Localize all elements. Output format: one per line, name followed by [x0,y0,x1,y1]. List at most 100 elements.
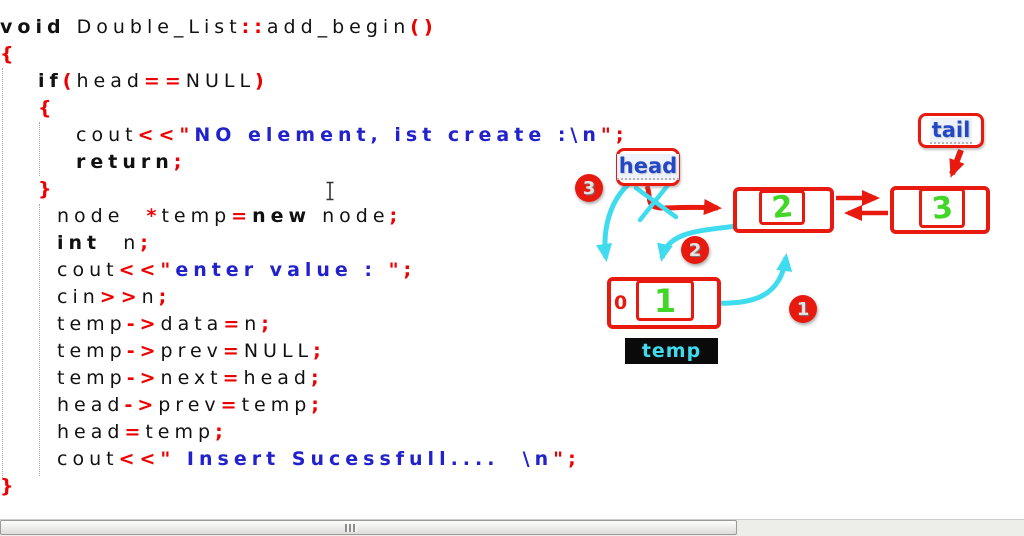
code-token: << [118,259,161,281]
code-token: if [38,70,63,92]
code-token: ) [255,70,269,92]
code-token: temp [145,421,216,443]
code-line: temp->prev=NULL; [0,338,760,365]
code-token: = [220,394,242,416]
code-token [101,232,123,254]
code-token: new [252,205,312,227]
code-token: = [223,313,245,335]
code-token: prev [158,394,221,416]
code-line: { [0,95,760,122]
step-badge-1: 1 [789,295,817,323]
code-line: { [0,41,760,68]
code-line: return; [0,149,760,176]
code-token: " [388,259,404,281]
scrollbar-grip-icon [345,524,357,532]
code-token: () [410,16,438,38]
code-token: head [76,70,144,92]
code-token [124,205,146,227]
code-token: head [57,421,125,443]
code-area[interactable]: void Double_List::add_begin(){if(head==N… [0,14,760,500]
code-token: enter value : [175,259,389,281]
code-token: { [38,97,57,119]
code-line: void Double_List::add_begin() [0,14,760,41]
code-token: next [160,367,223,389]
code-token: cout [57,448,119,470]
code-token: head [57,394,125,416]
code-token: node [57,205,125,227]
code-token: << [137,124,180,146]
code-token: head [243,367,311,389]
code-token: == [143,70,186,92]
code-token: ; [313,340,326,362]
code-token: = [231,205,253,227]
code-token: node [322,205,390,227]
text-cursor-icon [324,181,336,201]
code-token: add_begin [266,16,411,38]
step-badge-1-number: 1 [796,298,810,320]
code-token: ; [403,259,417,281]
arrow-tail-to-node3 [949,148,965,178]
code-line: cout<<"enter value : "; [0,257,760,284]
code-token: void [0,16,66,38]
code-token: << [118,448,161,470]
code-token: -> [124,394,159,416]
scrollbar-thumb[interactable] [0,520,737,535]
code-token: cin [57,286,100,308]
code-token: ; [261,313,274,335]
code-token: NULL [243,340,314,362]
code-line: cout<<"NO element, ist create :\n"; [0,122,760,149]
code-line: head->prev=temp; [0,392,760,419]
code-token: n [141,286,159,308]
code-token: " [553,448,569,470]
code-token: " [160,448,176,470]
code-token: -> [126,313,161,335]
code-token: NO element, ist create :\n [194,124,601,146]
code-line: int n; [0,230,760,257]
list-node-3-data-cell: 3 [919,188,965,228]
list-node-3: 3 [890,186,990,234]
code-token: n [244,313,262,335]
horizontal-scrollbar[interactable] [0,519,1024,536]
code-token: } [0,475,19,497]
code-token: = [222,340,244,362]
code-line: } [0,473,760,500]
code-token: ; [310,367,324,389]
code-token [66,16,77,38]
code-token: " [600,124,616,146]
code-token: temp [241,394,312,416]
code-token: ( [62,70,77,92]
code-token: ; [215,421,228,443]
code-token: ; [615,124,629,146]
list-node-2-value: 2 [769,189,795,226]
code-line: cout<<" Insert Sucessfull.... \n"; [0,446,760,473]
indent-guide [39,122,40,176]
code-token [311,205,322,227]
code-token: " [179,124,195,146]
code-token: ; [389,205,403,227]
code-token: data [160,313,224,335]
code-token: ; [568,448,581,470]
code-line: temp->next=head; [0,365,760,392]
code-token: ; [173,151,187,173]
code-line: node *temp=new node; [0,203,760,230]
code-token: cout [76,124,138,146]
indent-guide [2,68,3,478]
code-token: { [0,43,19,65]
code-token: cout [57,259,119,281]
list-node-3-value: 3 [929,189,955,227]
code-token: ; [158,286,172,308]
code-token: ; [140,232,153,254]
tail-pointer-text: tail [929,117,973,144]
code-line: cin>>n; [0,284,760,311]
code-token: return [76,151,174,173]
code-line: head=temp; [0,419,760,446]
code-token: = [222,367,244,389]
code-token: -> [126,340,161,362]
tail-pointer-label: tail [918,113,984,148]
code-token: Double_List [76,16,242,38]
code-token: " [160,259,176,281]
code-token: n [123,232,141,254]
code-token: temp [57,340,127,362]
code-token: temp [57,313,127,335]
